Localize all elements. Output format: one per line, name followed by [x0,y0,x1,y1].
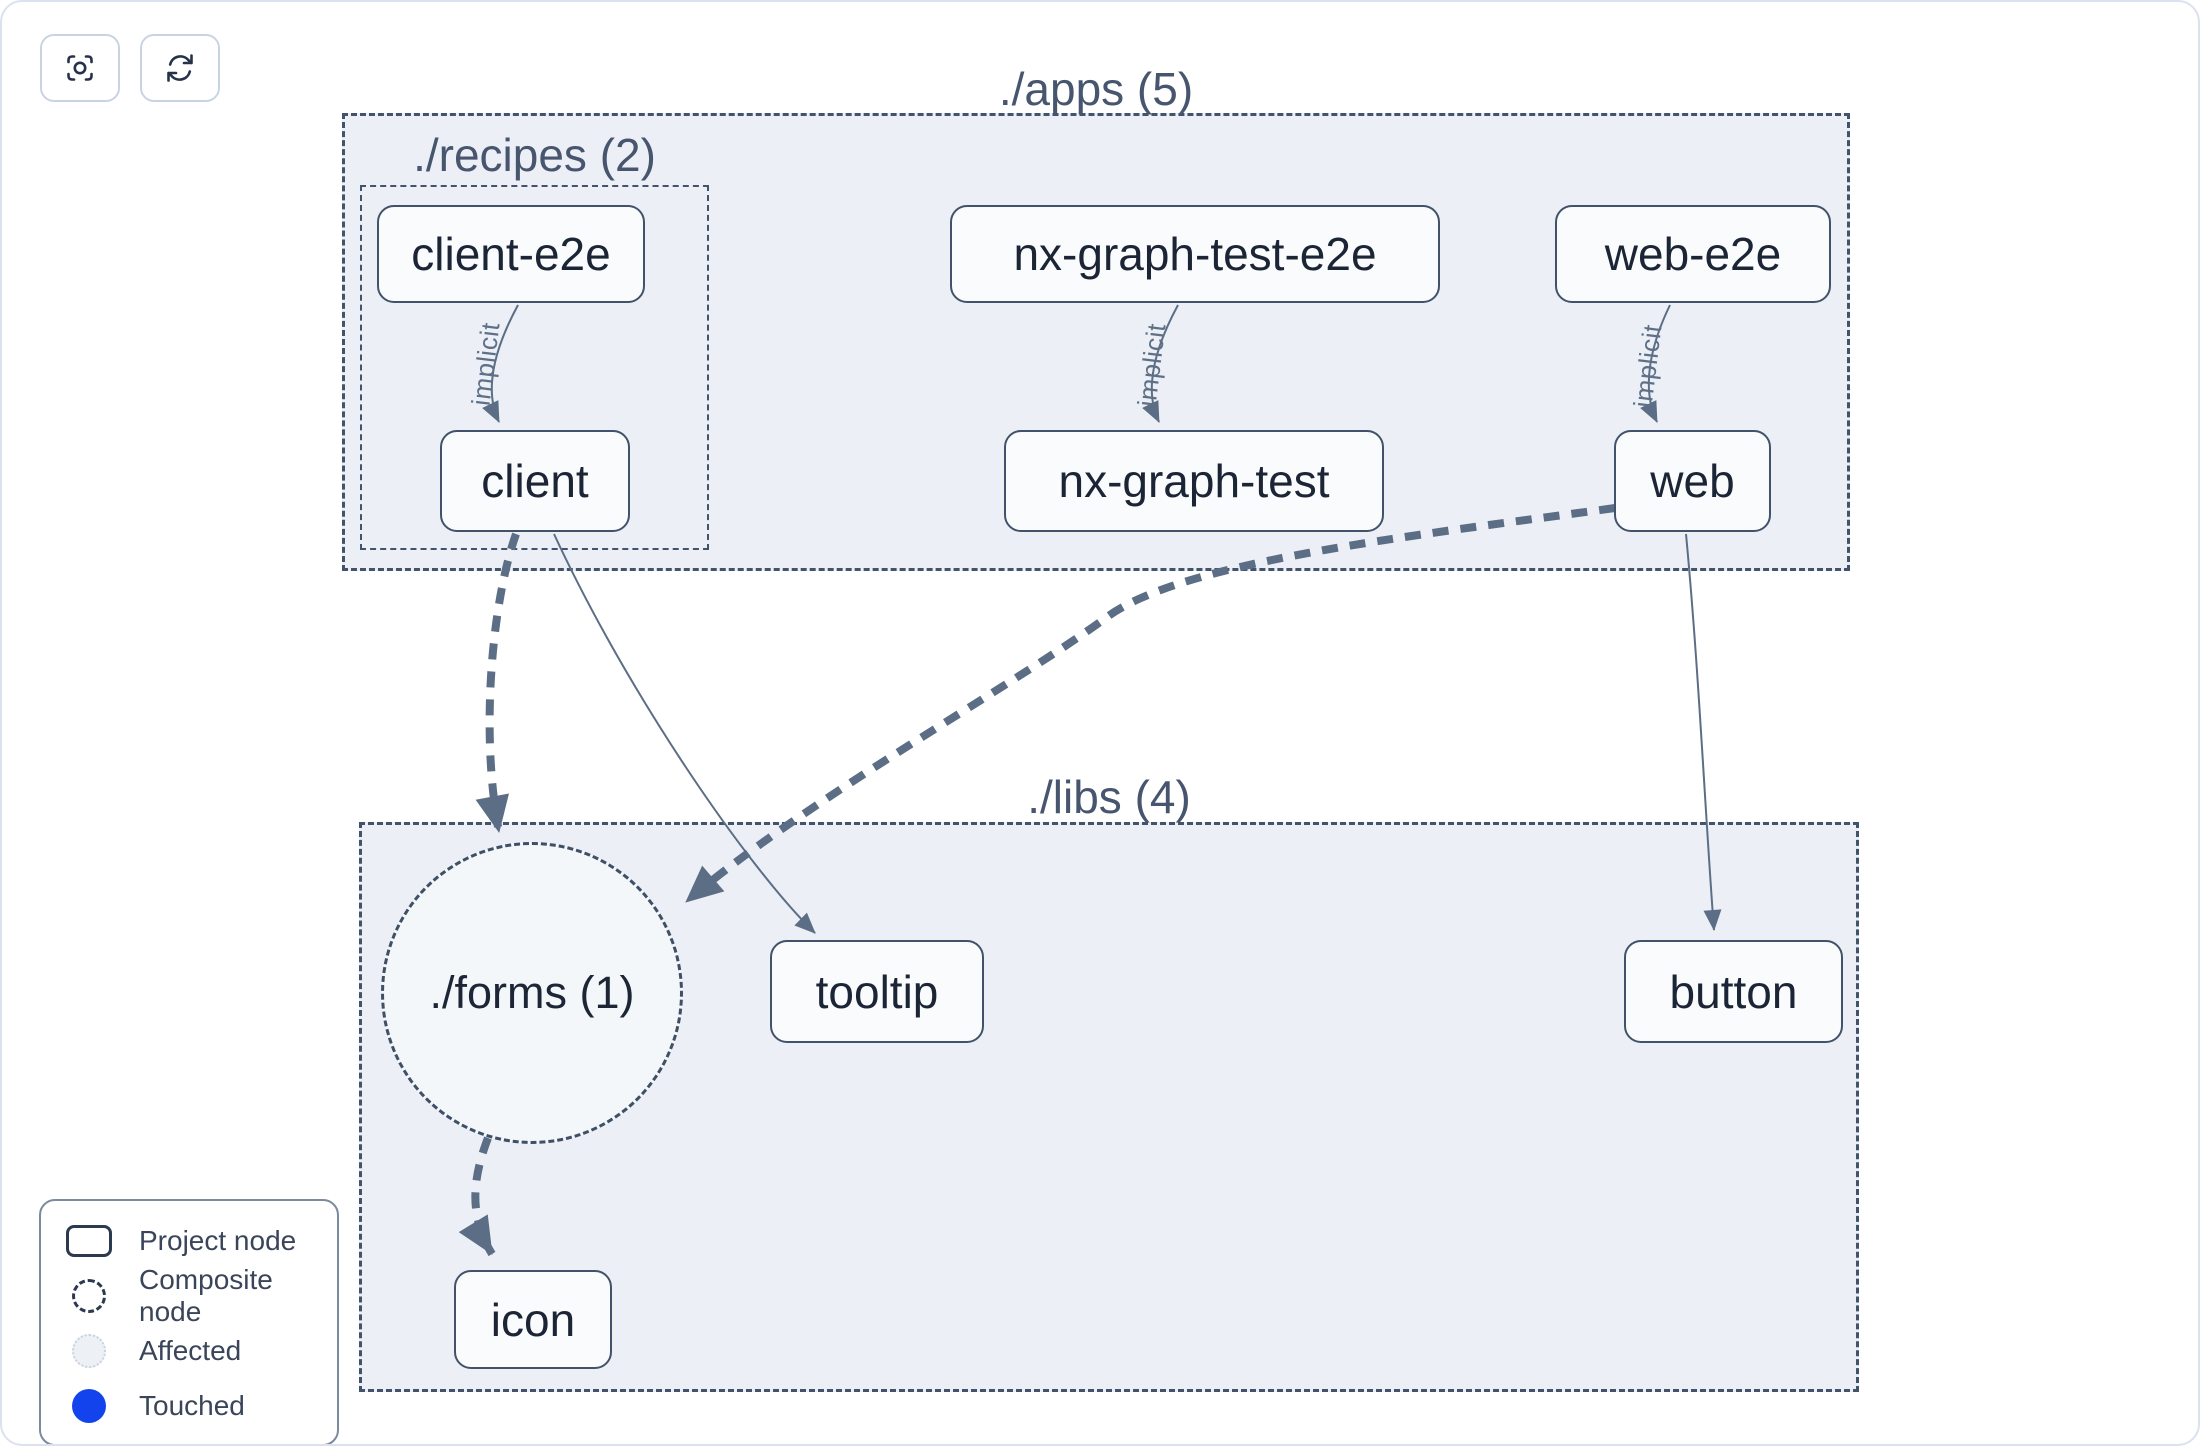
node-client-e2e[interactable]: client-e2e [377,205,645,303]
edge-nx-graph-test-e2e-to-nx-graph-test[interactable] [1142,304,1179,423]
edge-forms-to-icon[interactable] [458,1136,496,1257]
edge-web-to-button[interactable] [1685,533,1722,931]
toolbar [40,34,220,102]
legend: Project node Composite node Affected Tou… [39,1199,339,1444]
focus-button[interactable] [40,34,120,102]
refresh-cycle-icon [167,54,193,82]
node-tooltip[interactable]: tooltip [770,940,984,1043]
composite-node-icon [65,1279,113,1313]
legend-label: Affected [139,1335,242,1366]
legend-label: Touched [139,1390,245,1421]
composite-node-forms-label: ./forms (1) [429,967,635,1018]
legend-row-composite-node: Composite node [65,1264,317,1327]
edge-client-e2e-to-client[interactable] [482,304,519,423]
legend-row-touched: Touched [65,1384,317,1428]
refresh-button[interactable] [140,34,220,102]
node-web-e2e[interactable]: web-e2e [1555,205,1831,303]
touched-icon [65,1389,113,1423]
focus-target-icon [67,55,93,81]
edge-web-e2e-to-web[interactable] [1640,304,1671,423]
node-nx-graph-test[interactable]: nx-graph-test [1004,430,1384,532]
group-libs-label: ./libs (4) [1027,771,1191,823]
legend-label: Project node [139,1225,297,1256]
group-apps-label: ./apps (5) [998,63,1194,115]
legend-row-project-node: Project node [65,1219,317,1263]
node-button[interactable]: button [1624,940,1843,1043]
node-client[interactable]: client [440,430,630,532]
edge-web-to-forms[interactable] [683,504,1616,906]
node-nx-graph-test-e2e[interactable]: nx-graph-test-e2e [950,205,1440,303]
legend-row-affected: Affected [65,1329,317,1373]
project-node-icon [65,1225,113,1257]
edge-client-to-forms[interactable] [475,532,520,833]
node-icon[interactable]: icon [454,1270,612,1369]
edge-client-to-tooltip[interactable] [553,533,816,934]
composite-node-forms[interactable]: ./forms (1) [381,842,683,1144]
node-web[interactable]: web [1614,430,1771,532]
affected-icon [65,1334,113,1368]
legend-label: Composite node [139,1264,273,1327]
group-recipes-label: ./recipes (2) [413,129,656,181]
